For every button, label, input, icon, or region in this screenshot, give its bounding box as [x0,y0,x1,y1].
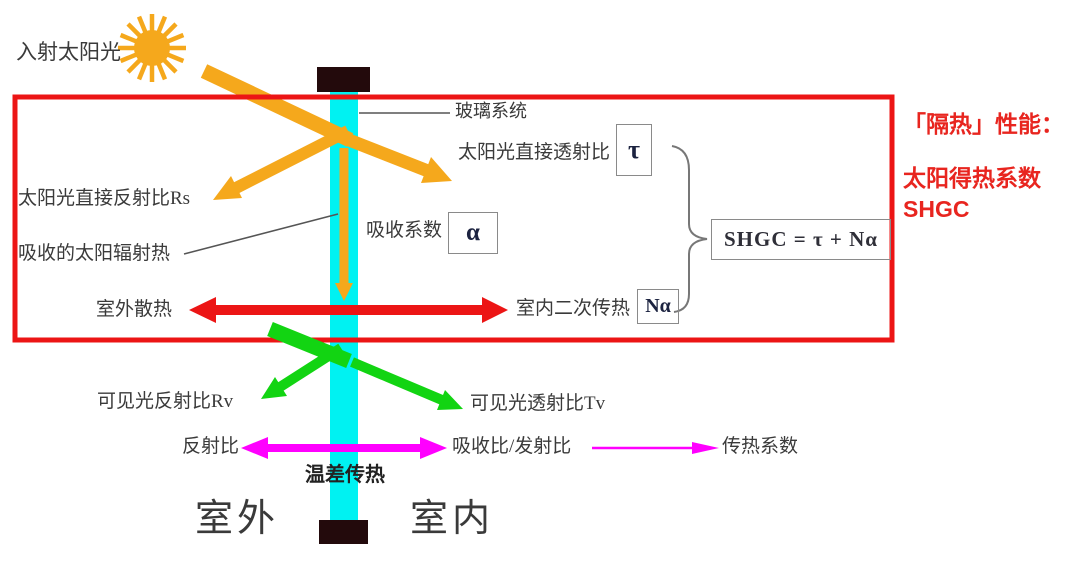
reflected-solar-ray [213,125,351,200]
shgc-name-line1: 太阳得热系数 [903,165,1041,191]
absorbed-radiation-label: 吸收的太阳辐射热 [18,243,171,264]
visible-reflected-ray [261,343,344,399]
secondary-heat-arrow [189,297,508,323]
shgc-formula-box: SHGC = τ + Nα [711,219,891,260]
thermal-reflectance-label: 反射比 [182,436,240,457]
alpha-symbol: α [466,219,480,246]
indoor-secondary-label: 室内二次传热 [516,298,631,319]
formula-brace [671,145,708,313]
absorptance-emittance-label: 吸收比/发射比 [452,436,572,457]
incident-solar-ray [200,64,354,147]
absorbed-solar-ray [335,148,353,301]
glass-cap-top [317,67,370,92]
indoor-label: 室内 [410,498,495,540]
absorption-coefficient-label: 吸收系数 [366,220,443,241]
incident-sunlight-label: 入射太阳光 [16,40,121,64]
heat-transfer-coefficient-label: 传热系数 [722,436,799,457]
outdoor-label: 室外 [195,498,280,540]
visible-reflectance-label: 可见光反射比Rv [97,391,234,412]
visible-transmittance-label: 可见光透射比Tv [470,393,606,414]
visible-transmitted-ray [350,357,463,410]
sun-icon [118,14,186,82]
nalpha-symbol: Nα [645,295,671,317]
shgc-name-line2: SHGC [903,196,970,222]
glass-system-label: 玻璃系统 [455,101,527,121]
outdoor-release-label: 室外散热 [96,299,173,320]
heat-transfer-arrow [592,442,719,454]
solar-transmittance-label: 太阳光直接透射比 [458,142,611,163]
glass-cap-bottom [319,520,368,544]
solar-reflectance-label: 太阳光直接反射比Rs [18,188,191,209]
longwave-exchange-arrow [241,437,447,459]
tau-box: τ [616,124,652,176]
insulation-performance-title: 「隔热」性能： [903,111,1064,137]
absorbed-pointer-line [183,213,339,255]
shgc-region-outline [12,94,895,343]
tau-symbol: τ [628,135,640,164]
nalpha-box: Nα [637,289,679,324]
shgc-formula: SHGC = τ + Nα [723,227,878,251]
alpha-box: α [448,212,498,254]
transmitted-solar-ray [346,133,452,183]
temp-diff-label: 温差传热 [305,464,385,486]
